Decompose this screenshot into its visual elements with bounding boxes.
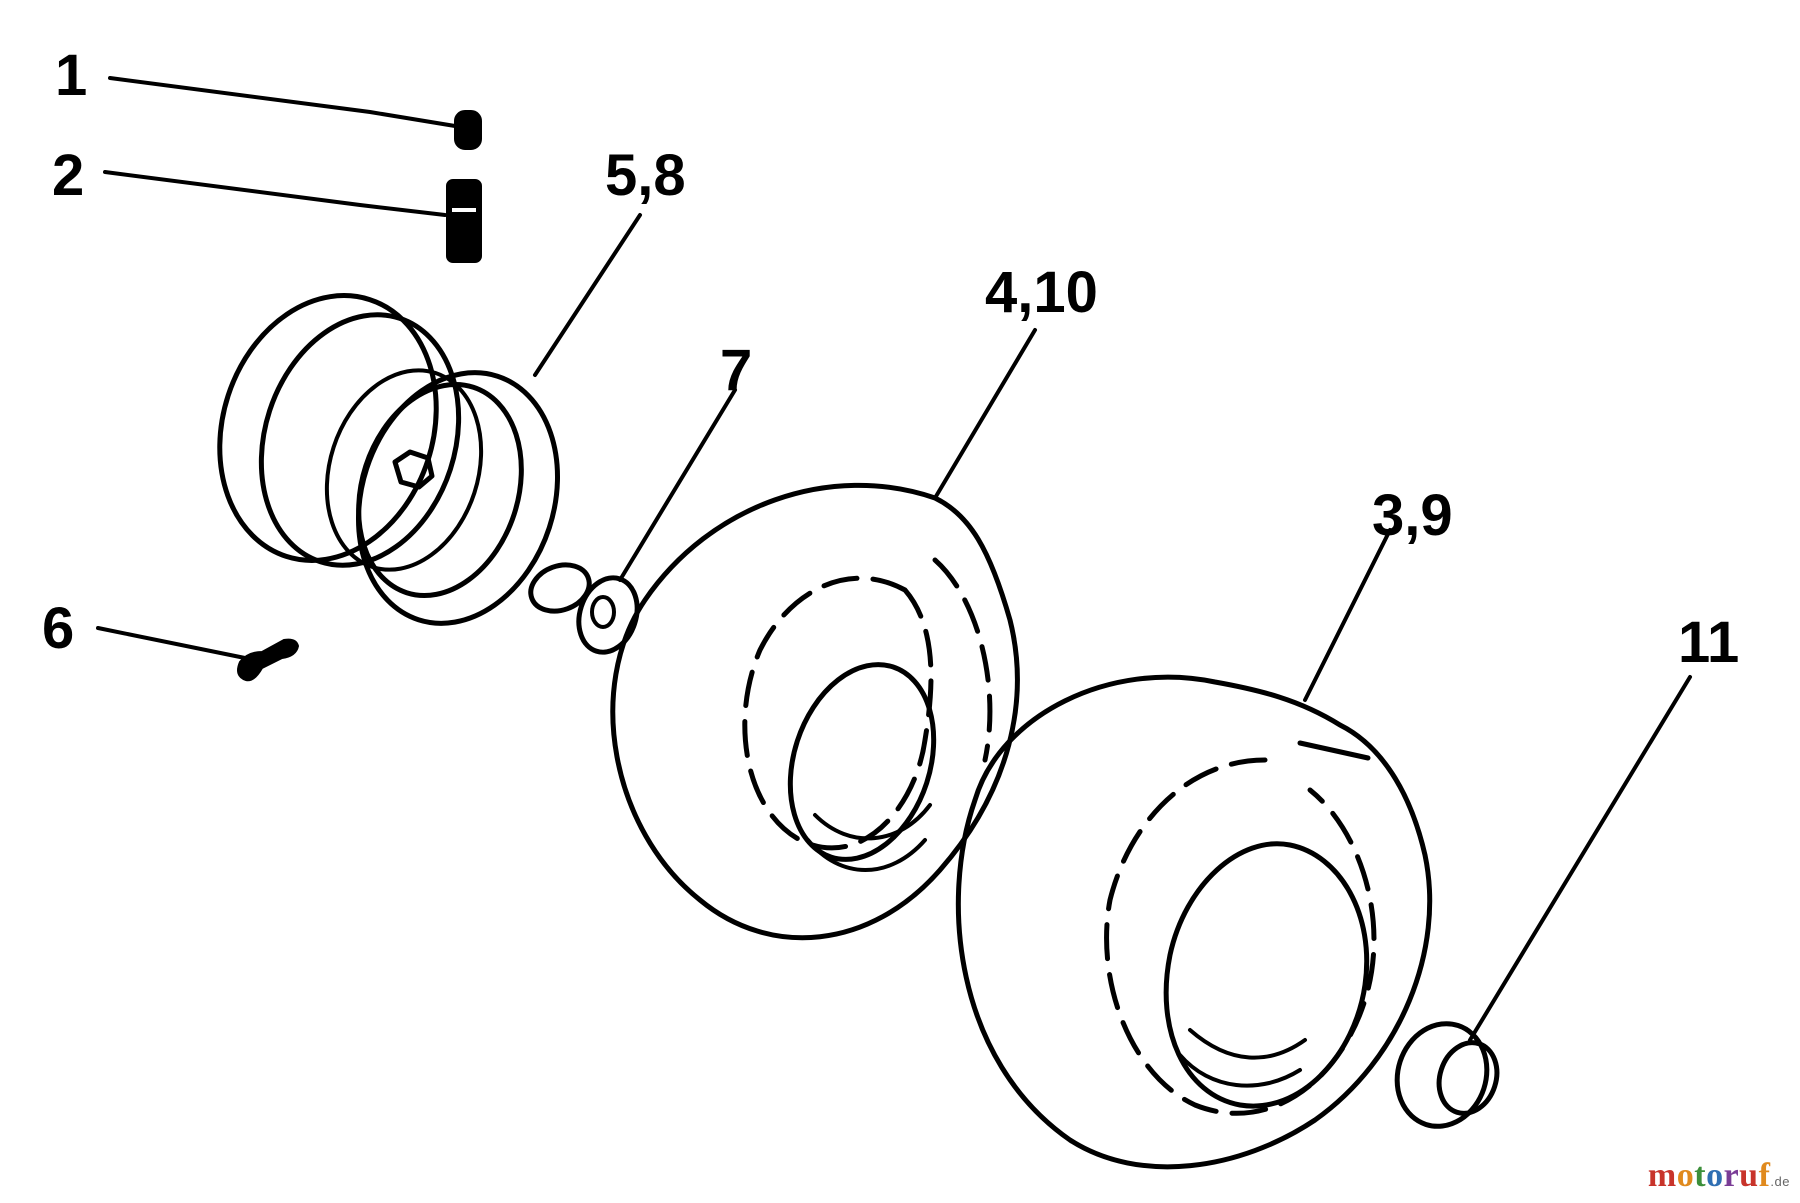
leader-5-8 <box>533 213 642 377</box>
leader-3-9 <box>1303 528 1392 702</box>
callout-1: 1 <box>55 43 87 108</box>
watermark-letters: motoruf <box>1648 1157 1771 1194</box>
callout-11: 11 <box>1678 610 1739 675</box>
watermark-letter: o <box>1706 1157 1724 1194</box>
watermark-letter: o <box>1676 1157 1695 1194</box>
leader-4-10 <box>933 328 1037 500</box>
leader-7 <box>618 388 737 582</box>
leader-11 <box>1468 675 1692 1042</box>
watermark-letter: t <box>1694 1157 1707 1194</box>
watermark-letter: u <box>1739 1157 1759 1194</box>
part-6-valve-stem <box>237 638 300 682</box>
callout-labels: 1 2 5,8 4,10 7 3,9 6 11 <box>42 43 1739 675</box>
leader-2 <box>103 170 447 217</box>
part-3-9-tire <box>955 674 1433 1170</box>
leader-1 <box>108 76 457 128</box>
callout-4-10: 4,10 <box>985 260 1098 325</box>
part-1-pin <box>454 110 482 150</box>
callout-6: 6 <box>42 596 74 661</box>
part-2-bushing <box>446 179 482 263</box>
watermark-logo: motoruf.de <box>1648 1157 1790 1195</box>
watermark-letter: f <box>1758 1157 1771 1194</box>
leader-6 <box>96 626 247 660</box>
part-5-8-wheel-rim <box>217 293 561 626</box>
leader-lines <box>96 76 1692 1042</box>
part-7-bearing <box>528 562 640 655</box>
callout-2: 2 <box>52 143 84 208</box>
part-4-10-tire <box>610 482 1020 941</box>
watermark-letter: m <box>1647 1157 1677 1194</box>
watermark-suffix: .de <box>1770 1174 1790 1189</box>
watermark-letter: r <box>1723 1157 1740 1194</box>
callout-5-8: 5,8 <box>605 143 686 208</box>
callout-7: 7 <box>720 338 752 403</box>
callout-3-9: 3,9 <box>1372 483 1453 548</box>
part-11-hub-cap <box>1394 1021 1500 1129</box>
